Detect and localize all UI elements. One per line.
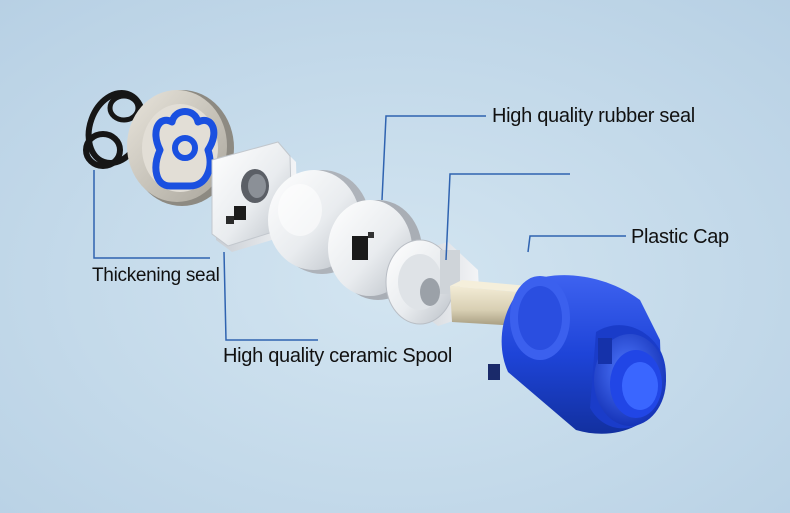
spindle-housing [385,239,480,326]
label-ceramic-spool: High quality ceramic Spool [223,345,452,367]
label-thickening-seal: Thickening seal [92,265,220,286]
leader-plastic-cap [527,235,626,253]
base-disc-with-blue-seal [127,90,234,206]
label-plastic-cap: Plastic Cap [631,226,729,248]
blue-plastic-cap [488,275,666,434]
leader-ceramic-spool [223,251,318,341]
leader-housing [445,173,570,261]
leader-thickening-seal [93,170,210,259]
leader-lines [93,115,626,341]
label-rubber-seal: High quality rubber seal [492,105,695,127]
leader-rubber-seal [381,115,486,201]
